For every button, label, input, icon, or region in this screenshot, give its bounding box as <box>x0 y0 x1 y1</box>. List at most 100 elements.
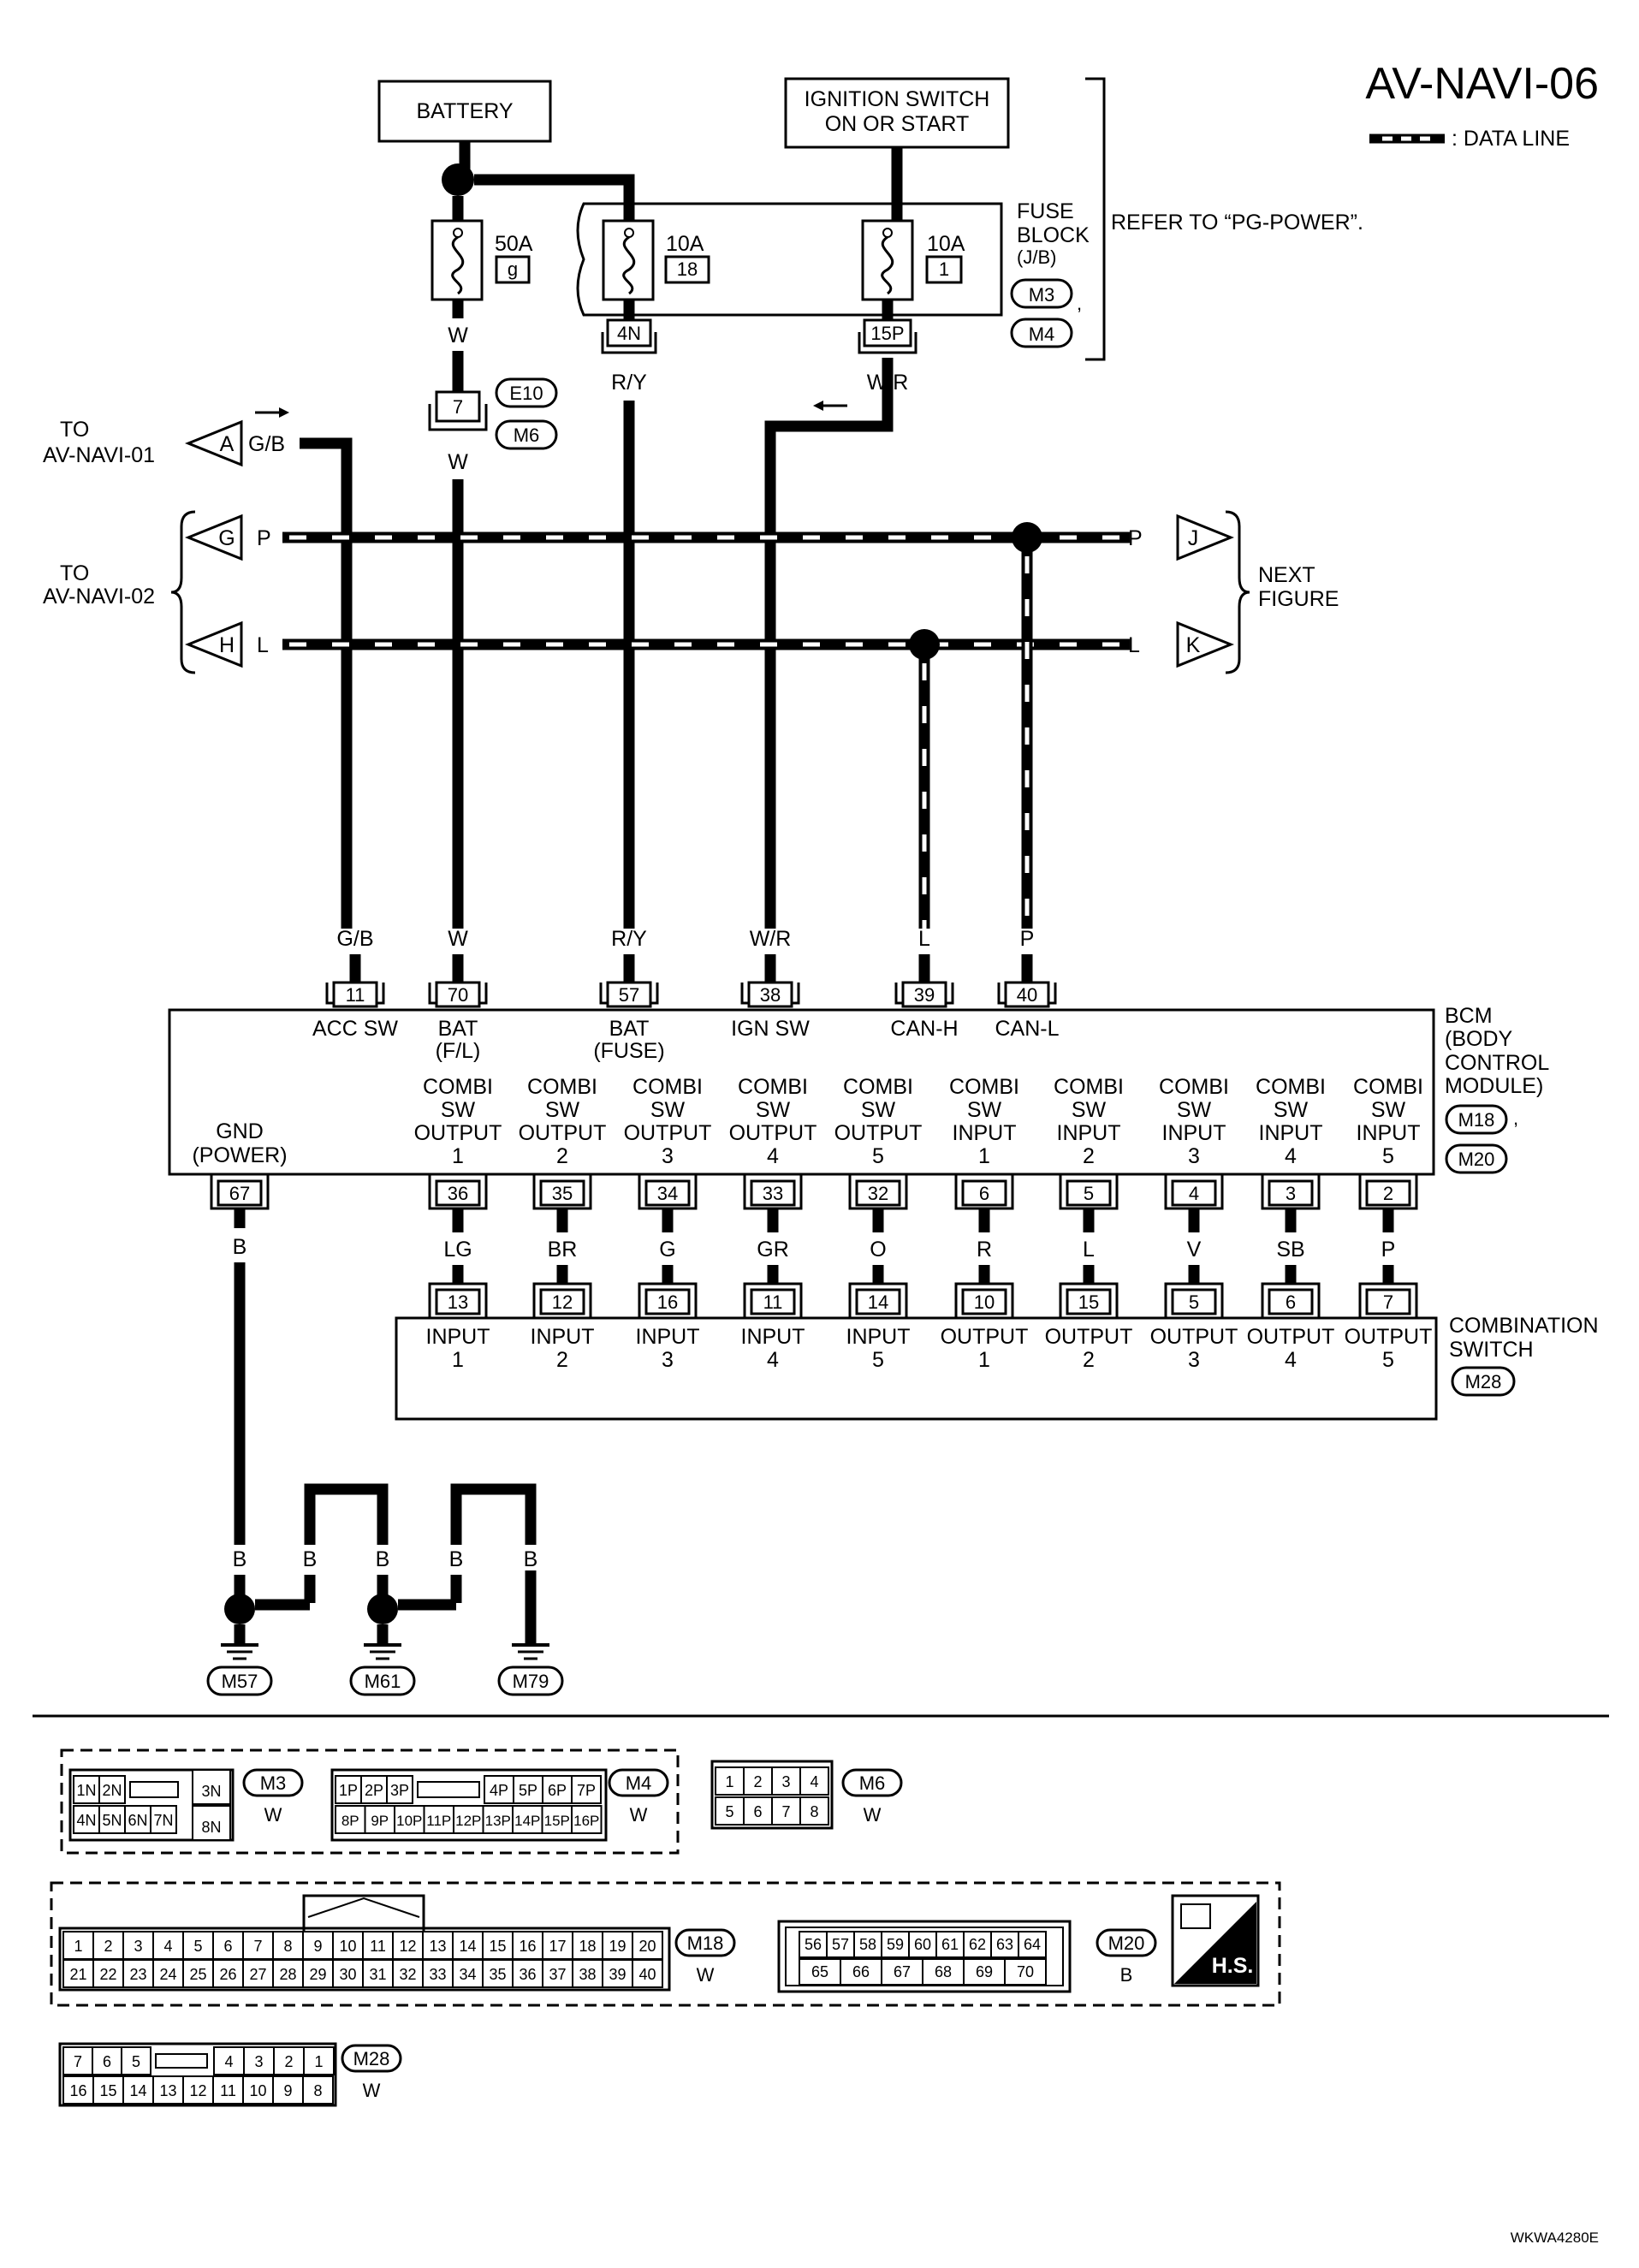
fuse-block-name-1: FUSE <box>1017 199 1074 223</box>
connector-cavity-number: 2 <box>753 1773 762 1790</box>
wire-color-gb-1: G/B <box>248 432 285 456</box>
bcm-top-pin-box <box>332 981 378 1008</box>
connector-cavity-number: 31 <box>369 1966 386 1983</box>
connector-cavity <box>212 1931 244 1960</box>
bcm-combi-label: SW <box>1072 1098 1107 1122</box>
connector-cavity <box>922 1958 965 1986</box>
bcm-combi-label: COMBI <box>1256 1075 1326 1099</box>
wire-color-bcm39-overlay: L <box>918 927 930 951</box>
connector-cavity <box>799 1931 828 1958</box>
connector-badge <box>608 1768 669 1797</box>
connector-cavity-number: 6 <box>223 1938 232 1955</box>
fuse-block-connector-m4: M4 <box>1029 324 1055 345</box>
combo-pin-number: 14 <box>868 1291 888 1313</box>
connector-cavity <box>602 1959 633 1988</box>
combi-wire-color: GR <box>757 1238 789 1262</box>
connector-cavity-number: 15 <box>489 1938 506 1955</box>
connector-cavity-number: 39 <box>609 1966 626 1983</box>
ground-m57: M57 <box>222 1671 258 1692</box>
connector-cavity <box>799 1796 829 1826</box>
ground-m79: M79 <box>513 1671 549 1692</box>
bcm-top-pin-number: 40 <box>1017 984 1037 1006</box>
data-line-legend-text: : DATA LINE <box>1452 127 1570 151</box>
connector-badge <box>841 1768 903 1797</box>
connector-cavity <box>542 1959 573 1988</box>
connector-cavity <box>840 1958 882 1986</box>
bcm-combi-pin-number: 33 <box>763 1183 783 1204</box>
combo-pin-number: 11 <box>763 1291 783 1313</box>
wire-color-w-2: W <box>448 450 468 474</box>
bcm-top-pin-label: BAT <box>609 1017 650 1041</box>
offpage-g-letter: G <box>218 526 235 550</box>
connector-cavity-number: 29 <box>309 1966 326 1983</box>
connector-cavity-number: 19 <box>609 1938 626 1955</box>
bcm-combi-pin-box <box>1365 1179 1411 1207</box>
bcm-combi-pin-number: 35 <box>552 1183 573 1204</box>
bcm-combi-label: COMBI <box>843 1075 913 1099</box>
bcm-combi-pins: COMBISWOUTPUT136LGCOMBISWOUTPUT235BRCOMB… <box>414 1075 1423 1284</box>
connector-cavity-number: 10 <box>249 2082 266 2099</box>
wire-color-b-g4-o: B <box>449 1547 464 1571</box>
combo-pin-housing <box>848 1282 908 1318</box>
offpage-g-h: TO AV-NAVI-02 G P H L <box>43 510 271 674</box>
wire-color-bcm38-overlay: W/R <box>750 927 792 951</box>
connector-cavity-number: 66 <box>852 1963 870 1980</box>
fuse-50a: 50A g <box>431 196 533 318</box>
bcm-top-pin-label: BAT <box>438 1017 478 1041</box>
combo-pin-label: OUTPUT <box>1247 1325 1335 1349</box>
combo-switch-pins: 13INPUT112INPUT216INPUT311INPUT414INPUT5… <box>426 1282 1432 1372</box>
connector-cavity-number: 11P <box>426 1813 451 1829</box>
connector-cavity-number: 12 <box>189 2082 206 2099</box>
connector-cavity <box>771 1766 801 1796</box>
connector-cavity-number: 40 <box>638 1966 656 1983</box>
connector-cavity-number: 15P <box>544 1813 570 1829</box>
bcm-combi-pin-box <box>1268 1179 1314 1207</box>
connector-cavity-number: 2P <box>365 1782 383 1799</box>
connector-cavity-number: 3N <box>201 1783 221 1800</box>
connector-badge-color: B <box>1120 1964 1133 1986</box>
connector-cavity-number: 4N <box>76 1812 96 1829</box>
combo-pin-box <box>750 1288 796 1315</box>
bcm-top-pin-box <box>747 981 793 1008</box>
wire-color-bcm40-overlay: P <box>1020 927 1035 951</box>
wire-color-bcm57-overlay: R/Y <box>611 927 647 951</box>
connector-cavity <box>360 1775 388 1804</box>
connector-cavity-number: 35 <box>489 1966 506 1983</box>
connector-cavity-number: 7 <box>253 1938 262 1955</box>
connector-cavity <box>303 2046 335 2075</box>
bcm-combi-label: COMBI <box>1054 1075 1124 1099</box>
bcm-combi-pin-box <box>1171 1179 1217 1207</box>
bcm-combi-label: COMBI <box>527 1075 597 1099</box>
bcm-combi-pin-box <box>750 1179 796 1207</box>
connector-cavity <box>799 1766 829 1796</box>
fuse-block-comma: , <box>1077 293 1082 314</box>
bcm-name-3: CONTROL <box>1445 1051 1549 1075</box>
combo-pin-box <box>539 1288 585 1315</box>
connector-cavity <box>182 2075 214 2105</box>
connector-cavity-number: 57 <box>832 1936 849 1953</box>
bcm-combi-label: INPUT <box>1259 1121 1323 1145</box>
connector-cavity-number: 3P <box>390 1782 409 1799</box>
bcm-combi-pin-box <box>435 1179 481 1207</box>
connector-cavity <box>332 1931 364 1960</box>
connector-badge-name: M6 <box>859 1772 886 1794</box>
to-navi01-2: AV-NAVI-01 <box>43 443 155 467</box>
bcm-combi-label: 5 <box>1382 1144 1394 1168</box>
connector-cavity-number: 10 <box>339 1938 356 1955</box>
combo-pin-box <box>1171 1288 1217 1315</box>
connector-cavity-number: 16 <box>519 1938 536 1955</box>
bcm: BCM (BODY CONTROL MODULE) M18 , M20 <box>168 1004 1549 1176</box>
fuse-50a-rating: 50A <box>495 232 533 256</box>
to-navi02-1: TO <box>60 561 89 585</box>
connector-badge-color: W <box>264 1804 282 1826</box>
connector-cavity-number: 12 <box>399 1938 416 1955</box>
offpage-j-k: P J L K NEXT FIGURE <box>1128 510 1339 674</box>
bcm-combi-label: OUTPUT <box>519 1121 607 1145</box>
wire-color-p-2: P <box>1128 526 1143 550</box>
combo-pin-label: OUTPUT <box>941 1325 1029 1349</box>
connector-cavity-number: 8 <box>810 1803 818 1820</box>
combi-wire-color: L <box>1083 1238 1095 1262</box>
connector-cavity-number: 5P <box>519 1782 537 1799</box>
to-navi02-2: AV-NAVI-02 <box>43 585 155 609</box>
